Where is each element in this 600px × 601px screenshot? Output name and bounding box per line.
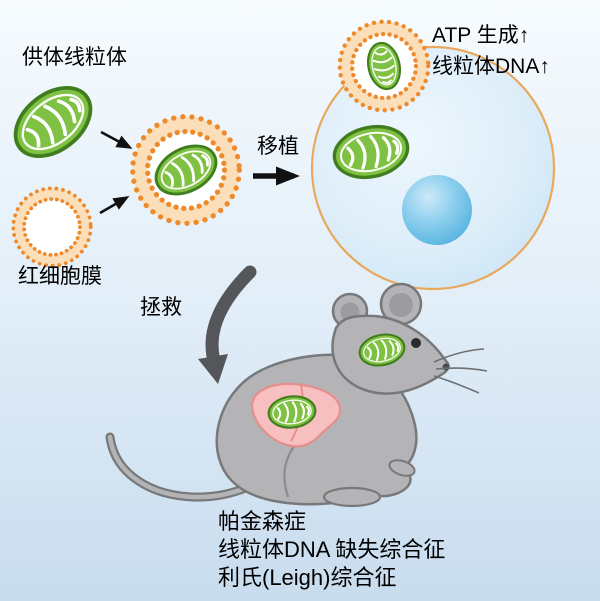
nucleus — [402, 175, 472, 245]
mouse-whiskers — [433, 348, 488, 394]
disease-mtdna-depletion: 线粒体DNA 缺失综合征 — [218, 537, 445, 562]
mouse-hind-foot — [322, 486, 382, 508]
arrow-mito-to-vesicle — [100, 130, 133, 149]
mtdna-increase-label: 线粒体DNA↑ — [432, 55, 550, 78]
mouse — [105, 282, 488, 508]
mouse-eye — [411, 338, 421, 348]
rbc-membrane — [13, 188, 90, 265]
disease-leigh: 利氏(Leigh)综合征 — [218, 565, 396, 590]
arrow-membrane-to-vesicle — [99, 196, 130, 215]
rbc-membrane-label: 红细胞膜 — [18, 265, 102, 288]
membrane-coated-vesicle — [133, 117, 240, 224]
mouse-front-paw — [388, 459, 416, 477]
membrane-lumen — [18, 193, 86, 261]
transplant-label: 移植 — [257, 135, 299, 158]
disease-list: 帕金森症 线粒体DNA 缺失综合征 利氏(Leigh)综合征 — [218, 509, 445, 590]
mouse-nose — [442, 363, 450, 371]
mouse-tail-fill — [107, 434, 251, 500]
disease-parkinsons: 帕金森症 — [218, 509, 306, 534]
donor-mitochondria-label: 供体线粒体 — [22, 46, 127, 69]
fusing-vesicle — [340, 22, 429, 111]
rescue-label: 拯救 — [140, 296, 182, 319]
rescue-arrowhead — [198, 354, 228, 384]
mouse-ear-right-inner — [389, 293, 413, 317]
atp-increase-label: ATP 生成↑ — [432, 24, 529, 47]
rescue-arrow — [198, 265, 257, 384]
